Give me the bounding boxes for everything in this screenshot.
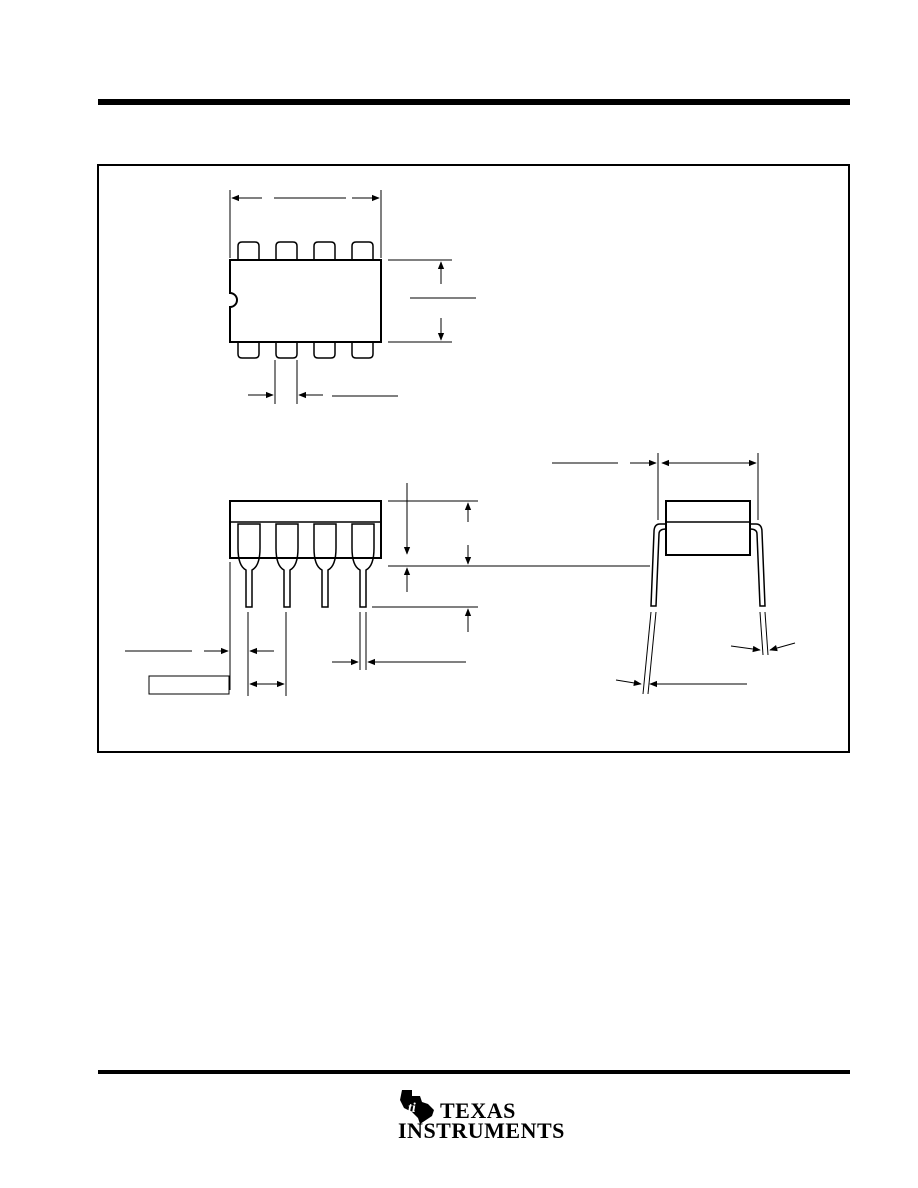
drawing-frame (97, 164, 850, 753)
end-view (552, 453, 796, 695)
front-view (125, 483, 650, 696)
front-pins (237, 523, 375, 608)
top-view (229, 190, 476, 404)
logo-text-texas: TEXAS (440, 1098, 516, 1123)
svg-text:ti: ti (408, 1101, 416, 1116)
ti-logo: ti TEXAS INSTRUMENTS (396, 1086, 564, 1143)
footer-rule (98, 1070, 850, 1074)
logo-text-instruments: INSTRUMENTS (398, 1118, 565, 1143)
ti-state-logo-icon: ti (400, 1090, 434, 1124)
header-rule (98, 99, 850, 105)
